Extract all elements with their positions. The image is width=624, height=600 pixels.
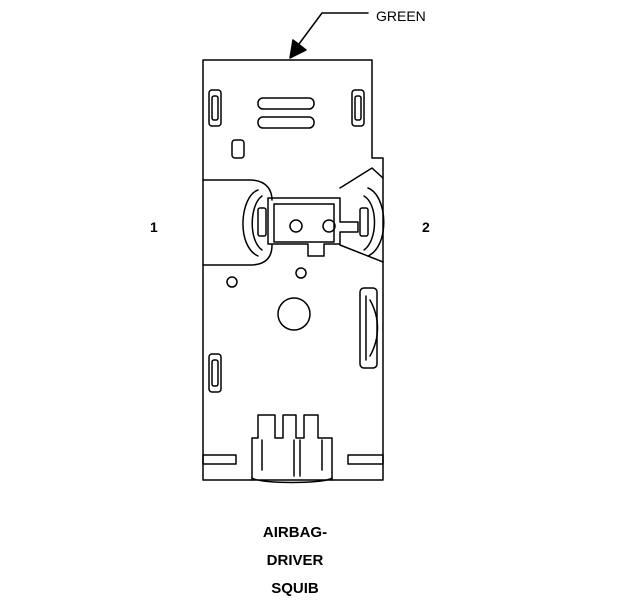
small-hole-center xyxy=(295,267,307,279)
pin-2-label: 2 xyxy=(422,219,430,235)
small-hole-left xyxy=(226,276,238,288)
pin-1-label: 1 xyxy=(150,219,158,235)
component-title-line-2: DRIVER xyxy=(266,552,324,569)
bottom-left-rail xyxy=(202,454,237,465)
right-side-latch xyxy=(359,287,379,369)
bottom-right-rail xyxy=(347,454,384,465)
pin1-terminal-clip xyxy=(242,189,267,257)
top-right-latch xyxy=(351,89,365,127)
bottom-lock-tab xyxy=(251,414,333,484)
component-title-line-1: AIRBAG- xyxy=(262,524,328,541)
component-title-line-3: SQUIB xyxy=(271,580,319,597)
key-slot-lower xyxy=(257,116,315,129)
shorting-bar xyxy=(267,197,359,257)
connector-body-outline xyxy=(202,59,384,481)
wire-color-label: GREEN xyxy=(376,8,426,24)
terminal-cavity xyxy=(202,167,384,266)
key-slot-upper xyxy=(257,97,315,110)
center-hole xyxy=(277,297,311,331)
color-leader-arrow xyxy=(289,12,369,59)
lower-left-latch xyxy=(208,353,222,393)
pin2-terminal-clip xyxy=(359,187,385,257)
top-left-latch xyxy=(208,89,222,127)
small-slot xyxy=(231,139,245,159)
